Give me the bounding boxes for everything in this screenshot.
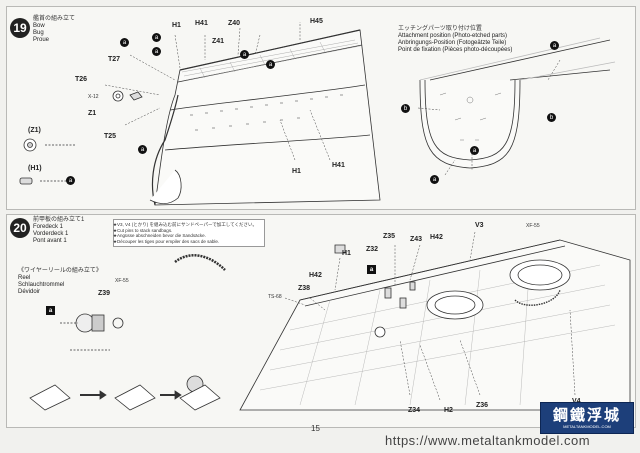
etching-title-de: Anbringungs-Position (Fotogeätzte Teile) [398, 40, 507, 46]
step-20-title: 前甲板の組み立て1 Foredeck 1 Vorderdeck 1 Pont a… [33, 217, 84, 245]
step-19-title-en: Bow [33, 23, 45, 29]
part-label-h42-top: H42 [430, 234, 443, 241]
wire-reel-title-de: Schlauchtrommel [18, 282, 65, 288]
step-19-number: 19 [10, 18, 30, 38]
part-label-h1-side: H1 [292, 168, 301, 175]
part-label-h1-detail-text: H1 [30, 165, 40, 172]
step-19-title-de: Bug [33, 30, 44, 36]
part-label-z36: Z36 [476, 402, 489, 409]
note-line-jp: ★V3, V4 (とかり) を組み込む前にサンドペーパーで加工してください。 [113, 222, 257, 227]
sandbag-note: ★V3, V4 (とかり) を組み込む前にサンドペーパーで加工してください。 ★… [113, 222, 257, 244]
bubble-a-4: a [240, 50, 249, 59]
step-19-title-jp: 艦首の組み立て [33, 16, 76, 22]
note-line-de: ★Angüsse abschneiden bevor die Sandsäcke… [113, 233, 206, 238]
detail-box-a-deck: a [367, 265, 376, 274]
site-logo: 鋼鐵浮城 METALTANKMODEL.COM [540, 402, 634, 434]
step-20-title-en: Foredeck 1 [33, 224, 64, 230]
part-label-h1-detail: (H1) [28, 165, 42, 172]
bubble-a-9: a [470, 146, 479, 155]
step-20-title-fr: Pont avant 1 [33, 238, 67, 244]
wire-reel-title: 《ワイヤーリールの組み立て》 Reel Schlauchtrommel Dévi… [18, 268, 102, 296]
part-label-z38: Z38 [298, 285, 311, 292]
step-20-number: 20 [10, 218, 30, 238]
part-label-h45: H45 [310, 18, 323, 25]
etching-title-fr: Point de fixation (Pièces photo-découpée… [398, 47, 513, 53]
etching-title-jp: エッチングパーツ取り付け位置 [398, 26, 482, 32]
part-label-t26: T26 [75, 76, 88, 83]
logo-main-text: 鋼鐵浮城 [552, 406, 621, 424]
part-label-z32: Z32 [366, 246, 379, 253]
step-20-title-de: Vorderdeck 1 [33, 231, 69, 237]
wire-reel-title-fr: Dévidoir [18, 289, 41, 295]
step-19-title-fr: Proue [33, 37, 50, 43]
wire-reel-title-jp: 《ワイヤーリールの組み立て》 [18, 268, 102, 274]
note-box [113, 219, 265, 247]
note-line-fr: ★Découper les tiges pour empiler des sac… [113, 238, 220, 244]
bubble-b-2: b [547, 113, 556, 122]
part-label-z1-detail: (Z1) [28, 127, 41, 134]
part-label-z41: Z41 [212, 38, 225, 45]
paint-label-xf55-top: XF-55 [526, 223, 540, 229]
part-label-z43: Z43 [410, 236, 423, 243]
wire-reel-title-en: Reel [18, 275, 31, 281]
part-label-h1: H1 [342, 250, 351, 257]
part-label-z39: Z39 [98, 290, 111, 297]
note-line-en: ★Cut pins to stack sandbags. [113, 227, 173, 233]
etching-position-title: エッチングパーツ取り付け位置 Attachment position (Phot… [398, 26, 512, 54]
page-number: 15 [311, 424, 320, 433]
part-label-h42-left: H42 [309, 272, 322, 279]
paint-label-ts68: TS-68 [268, 294, 282, 300]
bubble-a-2: a [152, 33, 161, 42]
logo-sub-text: METALTANKMODEL.COM [563, 423, 611, 429]
part-label-v3: V3 [475, 222, 484, 229]
part-label-z1-main: Z1 [88, 110, 97, 117]
part-label-v4: V4 [572, 398, 581, 405]
step-19-title: 艦首の組み立て Bow Bug Proue [33, 16, 75, 44]
part-label-h41-side: H41 [332, 162, 345, 169]
part-label-x12: X-12 [88, 94, 99, 100]
paint-label-xf55-reel: XF-55 [115, 278, 129, 284]
part-label-z34: Z34 [408, 407, 421, 414]
part-label-z35: Z35 [383, 233, 396, 240]
part-label-h2: H2 [444, 407, 453, 414]
bubble-a-7: a [550, 41, 559, 50]
bubble-a-10: a [66, 176, 75, 185]
part-label-h41-top: H41 [195, 20, 208, 27]
part-label-t25: T25 [104, 133, 117, 140]
bubble-a-6: a [138, 145, 147, 154]
bubble-a-8: a [430, 175, 439, 184]
bubble-b-1: b [401, 104, 410, 113]
watermark-url: https://www.metaltankmodel.com [385, 433, 591, 448]
bubble-a-5: a [266, 60, 275, 69]
detail-box-a-reel: a [46, 306, 55, 315]
part-label-t27: T27 [108, 56, 121, 63]
part-label-h1-top: H1 [172, 22, 181, 29]
etching-title-en: Attachment position (Photo-etched parts) [398, 33, 508, 39]
part-label-z1-detail-text: Z1 [30, 127, 39, 134]
bubble-a-3: a [152, 47, 161, 56]
bubble-a-1: a [120, 38, 129, 47]
part-label-z40: Z40 [228, 20, 241, 27]
step-20-title-jp: 前甲板の組み立て1 [33, 217, 85, 223]
